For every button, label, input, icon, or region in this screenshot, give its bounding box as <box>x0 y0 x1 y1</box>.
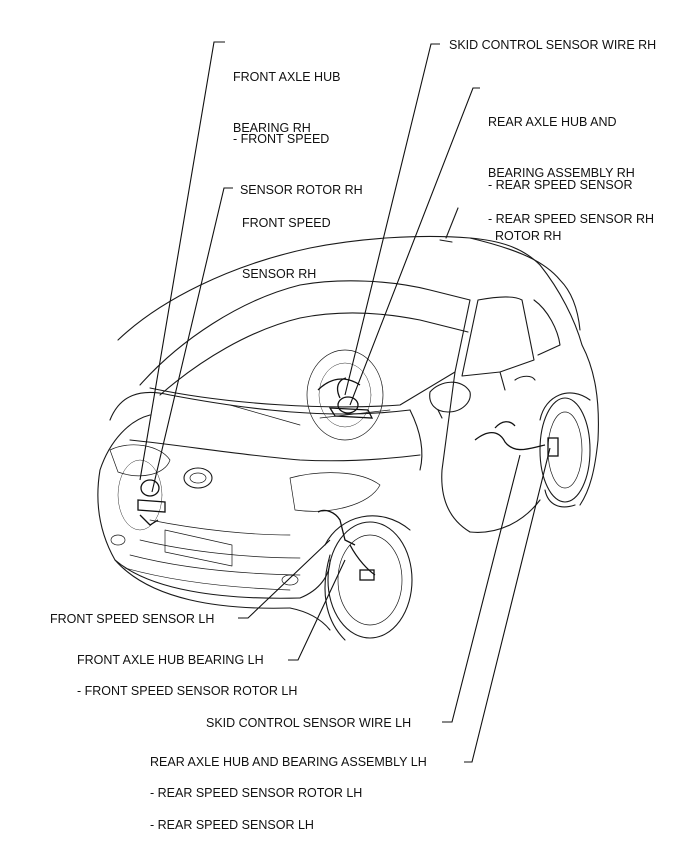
label-line: FRONT AXLE HUB <box>233 70 341 84</box>
label-front-speed-sensor-rh: FRONT SPEED SENSOR RH <box>242 181 331 317</box>
label-rear-speed-sensor-rotor-lh: - REAR SPEED SENSOR ROTOR LH <box>150 786 363 800</box>
label-line: FRONT SPEED <box>242 216 331 230</box>
label-skid-control-sensor-wire-rh: SKID CONTROL SENSOR WIRE RH <box>449 38 657 52</box>
label-line: SENSOR ROTOR RH <box>233 183 363 197</box>
label-rear-speed-sensor-rotor-rh: - REAR SPEED SENSOR ROTOR RH <box>488 143 632 279</box>
label-line: - FRONT SPEED <box>233 132 330 146</box>
label-line: ROTOR RH <box>488 229 562 243</box>
label-line: BEARING ASSEMBLY RH <box>488 166 635 180</box>
label-front-speed-sensor-lh: FRONT SPEED SENSOR LH <box>50 612 215 626</box>
label-rear-speed-sensor-rh: - REAR SPEED SENSOR RH <box>488 212 655 226</box>
label-line: REAR AXLE HUB AND <box>488 115 617 129</box>
label-line: SENSOR RH <box>242 267 317 281</box>
label-skid-control-sensor-wire-lh: SKID CONTROL SENSOR WIRE LH <box>206 716 412 730</box>
label-front-speed-sensor-rotor-lh: - FRONT SPEED SENSOR ROTOR LH <box>77 684 298 698</box>
label-line: - REAR SPEED SENSOR <box>488 178 633 192</box>
label-front-axle-hub-bearing-rh: FRONT AXLE HUB BEARING RH <box>233 35 340 171</box>
label-rear-axle-hub-bearing-assembly-rh: REAR AXLE HUB AND BEARING ASSEMBLY RH <box>488 80 635 216</box>
front-axle-hub-rh <box>317 377 374 419</box>
label-front-speed-sensor-rotor-rh: - FRONT SPEED SENSOR ROTOR RH <box>233 97 363 233</box>
skid-control-wire-lh <box>317 509 376 581</box>
label-rear-speed-sensor-lh: - REAR SPEED SENSOR LH <box>150 818 314 832</box>
front-axle-hub-lh <box>137 479 166 526</box>
rear-speed-sensor-rh <box>474 421 559 457</box>
label-line: BEARING RH <box>233 121 311 135</box>
label-front-axle-hub-bearing-lh: FRONT AXLE HUB BEARING LH <box>77 653 264 667</box>
label-rear-axle-hub-bearing-assembly-lh: REAR AXLE HUB AND BEARING ASSEMBLY LH <box>150 755 427 769</box>
